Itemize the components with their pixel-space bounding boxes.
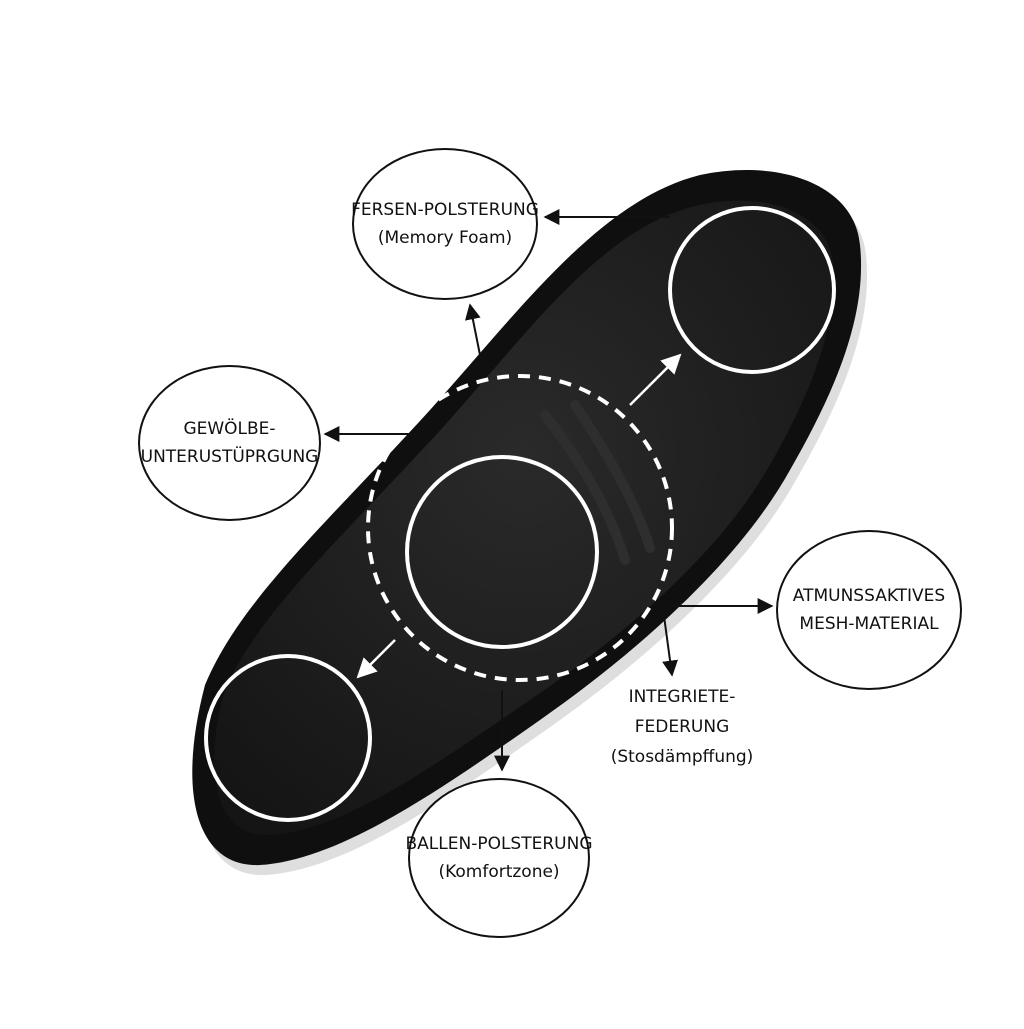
- ball-cushion-callout: BALLEN-POLSTERUNG (Komfortzone): [405, 778, 593, 938]
- arch-ridge-1: [540, 410, 630, 565]
- arch-zone-ring: [405, 455, 599, 649]
- suspension-pointer-arrow: [662, 615, 678, 677]
- dashed-suspension-ring: [366, 374, 674, 682]
- arch-support-callout: GEWÖLBE- UNTERUSTÜPRGUNG: [138, 365, 321, 521]
- arch-up-arrow: [464, 303, 483, 366]
- arrow-to-heel: [629, 353, 682, 406]
- arrow-to-ball: [356, 639, 396, 679]
- arch-label-line2: UNTERUSTÜPRGUNG: [140, 447, 319, 467]
- suspension-label: INTEGRIETE- FEDERUNG (Stosdämpffung): [592, 682, 772, 772]
- heel-zone-ring: [668, 206, 836, 374]
- ball-label-title: BALLEN-POLSTERUNG: [405, 834, 593, 854]
- arch-ridge-2: [570, 400, 655, 553]
- mesh-label-line2: MESH-MATERIAL: [799, 614, 939, 634]
- suspension-label-line2: FEDERUNG: [634, 717, 730, 737]
- suspension-label-line3: (Stosdämpffung): [610, 747, 754, 767]
- mesh-material-callout: ATMUNSSAKTIVES MESH-MATERIAL: [776, 530, 962, 690]
- mesh-label-line1: ATMUNSSAKTIVES: [792, 586, 946, 606]
- suspension-label-line1: INTEGRIETE-: [628, 687, 736, 707]
- ball-zone-ring: [204, 654, 372, 822]
- heel-label-subtitle: (Memory Foam): [377, 228, 513, 248]
- ball-label-subtitle: (Komfortzone): [438, 862, 560, 882]
- heel-cushion-callout: FERSEN-POLSTERUNG (Memory Foam): [351, 148, 539, 300]
- arch-label-line1: GEWÖLBE-: [183, 419, 276, 439]
- heel-label-title: FERSEN-POLSTERUNG: [351, 200, 539, 220]
